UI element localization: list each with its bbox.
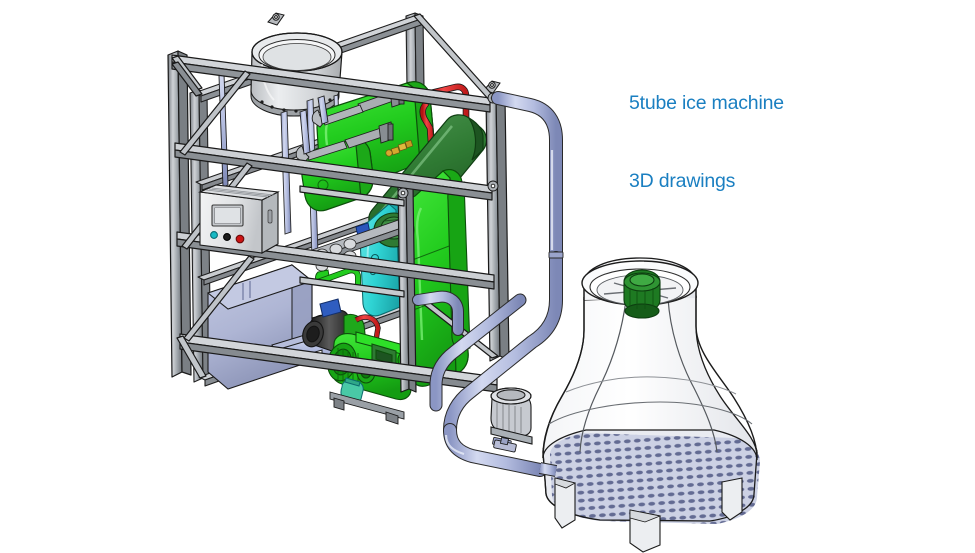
cooling-tower-fan <box>623 269 661 319</box>
compressor-base <box>329 391 405 425</box>
pipe-highlights <box>444 150 554 456</box>
cooling-tower <box>538 257 760 553</box>
water-piping-external <box>412 91 563 477</box>
brass-fittings <box>385 139 414 157</box>
control-button-cyan <box>210 231 218 239</box>
cooling-tower-legs <box>554 477 743 553</box>
pipe-valve <box>493 436 517 453</box>
control-panel <box>197 184 280 254</box>
tower-rim-highlight <box>599 261 645 274</box>
caption-line-1: 5tube ice machine <box>629 92 784 114</box>
drawing-caption: 5tube ice machine 3D drawings <box>629 38 929 246</box>
tower-pump <box>490 387 533 445</box>
green-return-pipe <box>316 267 361 288</box>
refrigerant-pipe-pump <box>354 314 381 341</box>
control-button-red <box>235 234 245 244</box>
lifting-lug <box>267 12 285 26</box>
caption-line-2: 3D drawings <box>629 170 736 192</box>
control-button-black <box>223 233 231 241</box>
refrigerant-piping-descender <box>419 100 437 204</box>
